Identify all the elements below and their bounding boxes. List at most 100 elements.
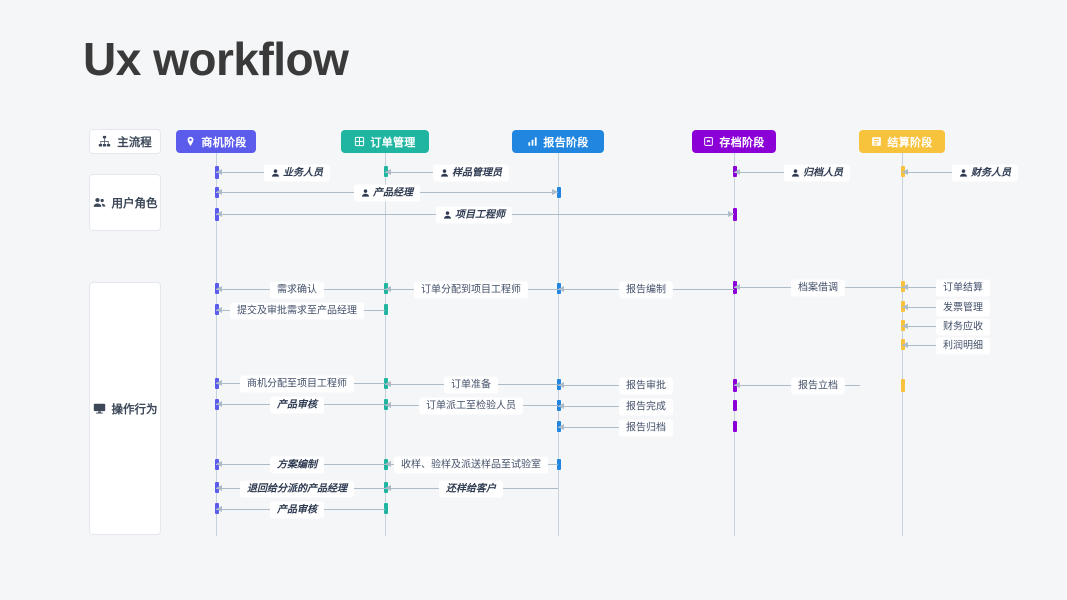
label-text: 报告编制: [626, 284, 666, 296]
message-arrowhead-product-manager: [552, 189, 558, 195]
role-label-product-manager[interactable]: 产品经理: [354, 184, 420, 202]
label-text: 报告归档: [626, 422, 666, 434]
action-label-invoice-manage[interactable]: 发票管理: [936, 299, 990, 317]
rail-label-user-roles: 用户角色: [111, 197, 158, 210]
activation-bar-archive: [732, 208, 737, 221]
label-text: 提交及审批需求至产品经理: [237, 305, 357, 317]
label-text: 财务应收: [943, 321, 983, 333]
message-arrowhead-collect-sample: [385, 461, 391, 467]
role-label-archivist[interactable]: 归档人员: [784, 164, 850, 182]
action-label-product-review-2[interactable]: 产品审核: [270, 501, 324, 519]
action-label-order-dispatch[interactable]: 订单派工至检验人员: [419, 397, 523, 415]
message-arrowhead-return-to-pm: [216, 485, 222, 491]
message-arrowhead-order-dispatch: [385, 402, 391, 408]
user-icon: [361, 189, 370, 198]
stage-header-opportunity[interactable]: 商机阶段: [176, 130, 256, 153]
activation-bar-archive: [732, 400, 737, 411]
message-line-report-archive: [558, 427, 646, 428]
action-label-assign-to-engineer[interactable]: 订单分配到项目工程师: [414, 281, 528, 299]
rail-item-main-flow[interactable]: 主流程: [89, 129, 161, 154]
message-arrowhead-report-filing: [734, 382, 740, 388]
role-label-project-engineer[interactable]: 项目工程师: [436, 206, 512, 224]
message-arrowhead-report-draft: [558, 286, 564, 292]
action-label-product-review-1[interactable]: 产品审核: [270, 396, 324, 414]
message-arrowhead-order-settle: [902, 284, 908, 290]
label-text: 方案编制: [277, 459, 317, 471]
label-text: 项目工程师: [455, 209, 505, 221]
label-text: 收样、验样及派送样品至试验室: [401, 459, 541, 471]
lifeline-order: [385, 153, 386, 536]
label-text: 订单分配到项目工程师: [421, 284, 521, 296]
role-label-sample-manager[interactable]: 样品管理员: [433, 164, 509, 182]
invoice-icon: [871, 136, 882, 147]
message-arrowhead-profit-detail: [902, 342, 908, 348]
message-arrowhead-report-approve: [558, 382, 564, 388]
message-line-report-approve: [558, 385, 646, 386]
activation-bar-report: [556, 187, 561, 198]
label-text: 样品管理员: [452, 167, 502, 179]
action-label-report-archive[interactable]: 报告归档: [619, 419, 673, 437]
message-arrowhead-sales: [216, 169, 222, 175]
action-label-report-complete[interactable]: 报告完成: [619, 398, 673, 416]
action-label-archive-borrow[interactable]: 档案借调: [791, 279, 845, 297]
activation-bar-order: [383, 503, 388, 514]
label-text: 订单结算: [943, 282, 983, 294]
action-label-return-to-pm[interactable]: 退回给分派的产品经理: [240, 480, 354, 498]
message-arrowhead-submit-approve-req: [216, 307, 222, 313]
message-arrowhead-product-review-1: [216, 401, 222, 407]
stage-header-archive[interactable]: 存档阶段: [692, 130, 776, 153]
rail-item-operations[interactable]: 操作行为: [89, 282, 161, 535]
user-icon: [959, 169, 968, 178]
role-label-sales[interactable]: 业务人员: [264, 164, 330, 182]
user-icon: [791, 169, 800, 178]
page-title: Ux workflow: [83, 33, 349, 85]
label-text: 还样给客户: [446, 483, 496, 495]
label-text: 利润明细: [943, 340, 983, 352]
action-label-profit-detail[interactable]: 利润明细: [936, 337, 990, 355]
action-label-submit-approve-req[interactable]: 提交及审批需求至产品经理: [230, 302, 364, 320]
stage-label-settlement: 结算阶段: [887, 136, 933, 149]
action-label-opp-to-engineer[interactable]: 商机分配至项目工程师: [240, 375, 354, 393]
action-label-return-sample[interactable]: 还样给客户: [439, 480, 503, 498]
stage-header-report[interactable]: 报告阶段: [512, 130, 604, 153]
action-label-order-settle[interactable]: 订单结算: [936, 279, 990, 297]
message-arrowhead-invoice-manage: [902, 304, 908, 310]
label-text: 报告立档: [798, 380, 838, 392]
message-arrowhead-sample-manager: [385, 169, 391, 175]
role-label-finance[interactable]: 财务人员: [952, 164, 1018, 182]
message-arrowhead-report-complete: [558, 403, 564, 409]
action-label-report-filing[interactable]: 报告立档: [791, 377, 845, 395]
stage-label-opportunity: 商机阶段: [201, 136, 247, 149]
activation-bar-order: [383, 304, 388, 315]
action-label-report-draft[interactable]: 报告编制: [619, 281, 673, 299]
chart-icon: [527, 136, 538, 147]
action-label-finance-receivable[interactable]: 财务应收: [936, 318, 990, 336]
action-label-collect-sample[interactable]: 收样、验样及派送样品至试验室: [394, 456, 548, 474]
message-line-report-complete: [558, 406, 646, 407]
stage-header-settlement[interactable]: 结算阶段: [859, 130, 945, 153]
action-label-plan-prepare[interactable]: 方案编制: [270, 456, 324, 474]
label-text: 发票管理: [943, 302, 983, 314]
grid-icon: [354, 136, 365, 147]
action-label-req-confirm[interactable]: 需求确认: [270, 281, 324, 299]
message-arrowhead-req-confirm: [216, 286, 222, 292]
users-icon: [93, 196, 106, 209]
monitor-icon: [93, 402, 106, 415]
label-text: 商机分配至项目工程师: [247, 378, 347, 390]
label-text: 产品审核: [277, 399, 317, 411]
archive-icon: [703, 136, 714, 147]
label-text: 产品经理: [373, 187, 413, 199]
label-text: 订单派工至检验人员: [426, 400, 516, 412]
stage-header-order[interactable]: 订单管理: [341, 130, 429, 153]
action-label-order-prepare[interactable]: 订单准备: [444, 376, 498, 394]
label-text: 报告审批: [626, 380, 666, 392]
action-label-report-approve[interactable]: 报告审批: [619, 377, 673, 395]
message-arrowhead-project-engineer: [216, 211, 222, 217]
activation-bar-report: [556, 459, 561, 470]
message-arrowhead-plan-prepare: [216, 461, 222, 467]
message-arrowhead-assign-to-engineer: [385, 286, 391, 292]
rail-item-user-roles[interactable]: 用户角色: [89, 174, 161, 231]
label-text: 产品审核: [277, 504, 317, 516]
stage-label-report: 报告阶段: [543, 136, 589, 149]
message-arrowhead-finance: [902, 169, 908, 175]
